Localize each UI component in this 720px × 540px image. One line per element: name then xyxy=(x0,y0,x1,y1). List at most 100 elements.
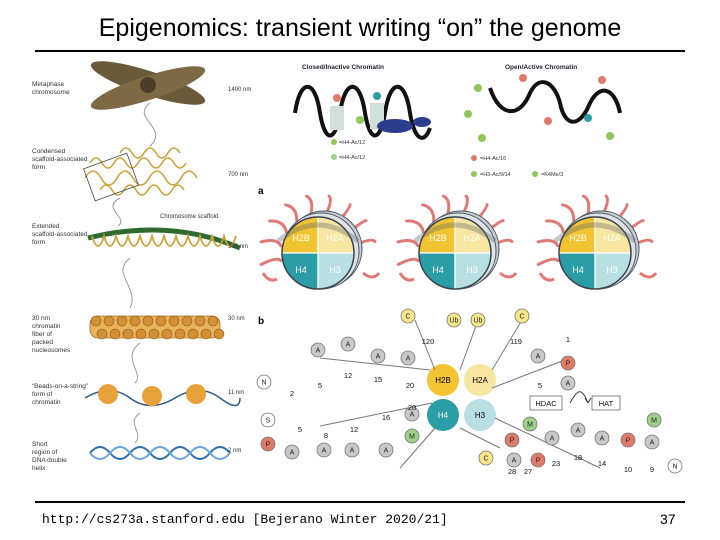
modification-mark-label: P xyxy=(566,361,571,368)
quadrant-label-h2a: H2A xyxy=(463,233,481,243)
core-h3 xyxy=(464,399,496,431)
modification-mark xyxy=(560,355,576,371)
dna-double-helix xyxy=(89,446,231,460)
modification-mark-label: A xyxy=(316,348,321,355)
core-label-h3: H3 xyxy=(475,411,486,420)
modification-mark xyxy=(530,348,546,364)
modification-mark-label: M xyxy=(651,418,657,425)
quadrant-label-h2a: H2A xyxy=(326,233,344,243)
condensed-scaffold xyxy=(84,147,198,196)
modification-mark-label: N xyxy=(672,464,677,471)
residue-number: 15 xyxy=(374,375,382,384)
modification-mark xyxy=(544,430,560,446)
modification-mark-label: A xyxy=(346,342,351,349)
modification-mark xyxy=(570,422,586,438)
modification-mark xyxy=(506,452,522,468)
modification-mark xyxy=(400,308,416,324)
hdac-hat: HDAC HAT xyxy=(529,391,621,411)
residue-number: 12 xyxy=(344,371,352,380)
modification-mark-label: P xyxy=(536,458,541,465)
quadrant-label-h2a: H2A xyxy=(603,233,621,243)
modification-mark-label: P xyxy=(626,438,631,445)
residue-number: 28 xyxy=(508,467,516,476)
hat-label: HAT xyxy=(599,399,614,408)
level-size-6: 2 nm xyxy=(228,448,241,454)
closed-chromatin-fiber xyxy=(293,84,432,140)
open-chromatin-fiber xyxy=(488,80,622,124)
residue-number: 5 xyxy=(298,425,302,434)
residue-number: 2 xyxy=(290,389,294,398)
scaffold-label: Chromosome scaffold xyxy=(160,214,218,220)
quadrant-label-h4: H4 xyxy=(572,265,584,275)
modification-mark-label: A xyxy=(410,412,415,419)
footer-url[interactable]: http://cs273a.stanford.edu [Bejerano Win… xyxy=(42,512,448,527)
residue-number: 119 xyxy=(510,337,522,346)
quadrant-label-h3: H3 xyxy=(606,265,618,275)
modification-mark-label: A xyxy=(350,448,355,455)
modification-mark-label: C xyxy=(519,314,524,321)
modification-mark xyxy=(378,442,394,458)
chromatin-state-panel: Closed/Inactive Chromatin Open/Active Ch… xyxy=(293,64,622,178)
modification-mark-label: A xyxy=(550,436,555,443)
quadrant-label-h2b: H2B xyxy=(569,233,587,243)
modification-mark xyxy=(530,452,546,468)
quadrant-label-h3: H3 xyxy=(329,265,341,275)
modification-mark xyxy=(594,430,610,446)
modification-mark-label: A xyxy=(566,381,571,388)
residue-number: 12 xyxy=(350,425,358,434)
modification-mark-label: C xyxy=(405,314,410,321)
modification-mark-label: M xyxy=(527,422,533,429)
residue-number: 10 xyxy=(624,465,632,474)
modification-mark xyxy=(646,412,662,428)
closed-legend-2: =H4-Ac/12 xyxy=(339,155,365,161)
core-h4 xyxy=(427,399,459,431)
30nm-fiber xyxy=(89,315,225,340)
closed-legend-1: =H4-Ac/12 xyxy=(339,140,365,146)
modification-mark-label: A xyxy=(576,428,581,435)
panel-b-label: b xyxy=(258,316,264,327)
level-size-2: 700 nm xyxy=(228,172,248,178)
closed-chromatin-title: Closed/Inactive Chromatin xyxy=(302,64,384,71)
title-divider xyxy=(35,50,685,52)
modification-mark xyxy=(370,348,386,364)
open-legend-3: =K4Me/3 xyxy=(541,172,563,178)
zoom-box xyxy=(83,152,139,202)
quadrant-label-h4: H4 xyxy=(432,265,444,275)
modification-mark xyxy=(344,442,360,458)
nucleosome-2: H2B H2A H4 H3 xyxy=(396,194,518,290)
open-legend-1: =H4-Ac/16 xyxy=(480,156,506,162)
quadrant-label-h2b: H2B xyxy=(429,233,447,243)
slide-title: Epigenomics: transient writing “on” the … xyxy=(98,14,622,42)
modification-mark xyxy=(644,434,660,450)
modification-mark xyxy=(256,374,272,390)
panel-a-label: a xyxy=(258,186,264,197)
core-label-h4: H4 xyxy=(438,411,449,420)
extended-scaffold xyxy=(87,227,241,251)
quadrant-label-h3: H3 xyxy=(466,265,478,275)
nucleosome-3: H2B H2A H4 H3 xyxy=(536,194,658,290)
modification-mark-label: A xyxy=(536,354,541,361)
modification-mark xyxy=(316,442,332,458)
residue-number: 120 xyxy=(422,337,435,346)
modification-mark-label: A xyxy=(290,450,295,457)
level-size-5: 11 nm xyxy=(228,390,244,396)
modification-mark xyxy=(340,336,356,352)
residue-number: 20 xyxy=(406,381,414,390)
residue-number: 18 xyxy=(574,453,582,462)
modification-mark xyxy=(400,350,416,366)
modification-mark xyxy=(310,342,326,358)
modification-mark-label: Ub xyxy=(474,318,483,325)
modification-mark xyxy=(470,312,486,328)
modification-mark-label: S xyxy=(266,418,271,425)
core-h2b xyxy=(427,364,459,396)
hdac-label: HDAC xyxy=(535,399,557,408)
residue-number: 5 xyxy=(318,381,322,390)
residue-number: 9 xyxy=(650,465,654,474)
modification-mark-label: P xyxy=(510,438,515,445)
histone-core: H2B H2A H4 H3 xyxy=(427,364,496,431)
